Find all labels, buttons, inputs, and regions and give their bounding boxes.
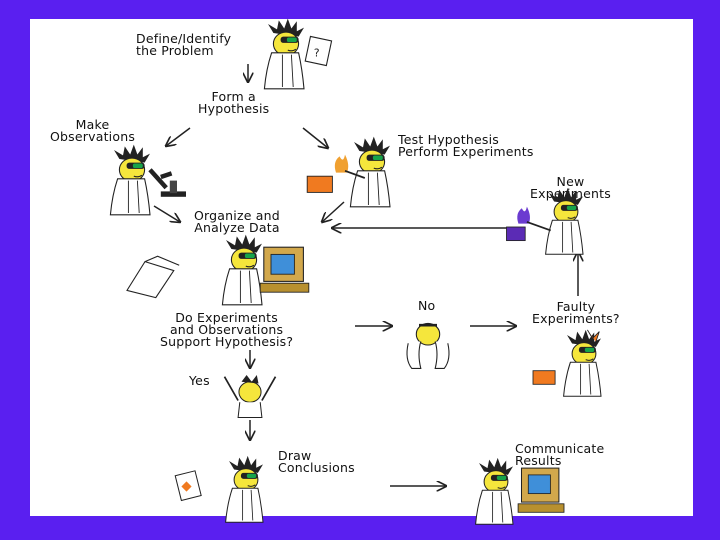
figure-new-experiments [506, 187, 584, 255]
step-draw-conclusions: Draw Conclusions [278, 448, 355, 475]
flow-arrows [153, 64, 578, 486]
figure-yes [223, 375, 277, 419]
step-new-experiments: New Experiments [530, 174, 611, 201]
figure-communicate [475, 457, 565, 525]
figure-define: ? [263, 18, 333, 90]
step-faulty-experiments: Faulty Experiments? [532, 299, 620, 326]
diagram-panel [30, 19, 693, 516]
step-communicate-results: Communicate Results [515, 441, 605, 468]
figure-observe [109, 144, 186, 216]
step-organize-data: Organize and Analyze Data [194, 208, 280, 235]
figure-test [306, 136, 391, 208]
answer-yes: Yes [189, 373, 210, 388]
svg-text:?: ? [314, 46, 320, 59]
figure-faulty [532, 329, 602, 397]
step-make-observations: Make Observations [50, 117, 136, 144]
figure-organize [126, 234, 310, 306]
figure-conclusions [174, 455, 264, 523]
answer-no: No [418, 298, 436, 313]
step-form-hypothesis: Form a Hypothesis [198, 89, 270, 116]
figure-no [406, 322, 450, 369]
step-define-problem: Define/Identify the Problem [136, 31, 232, 58]
step-test-hypothesis: Test Hypothesis Perform Experiments [398, 132, 534, 159]
step-support-question: Do Experiments and Observations Support … [160, 310, 294, 349]
